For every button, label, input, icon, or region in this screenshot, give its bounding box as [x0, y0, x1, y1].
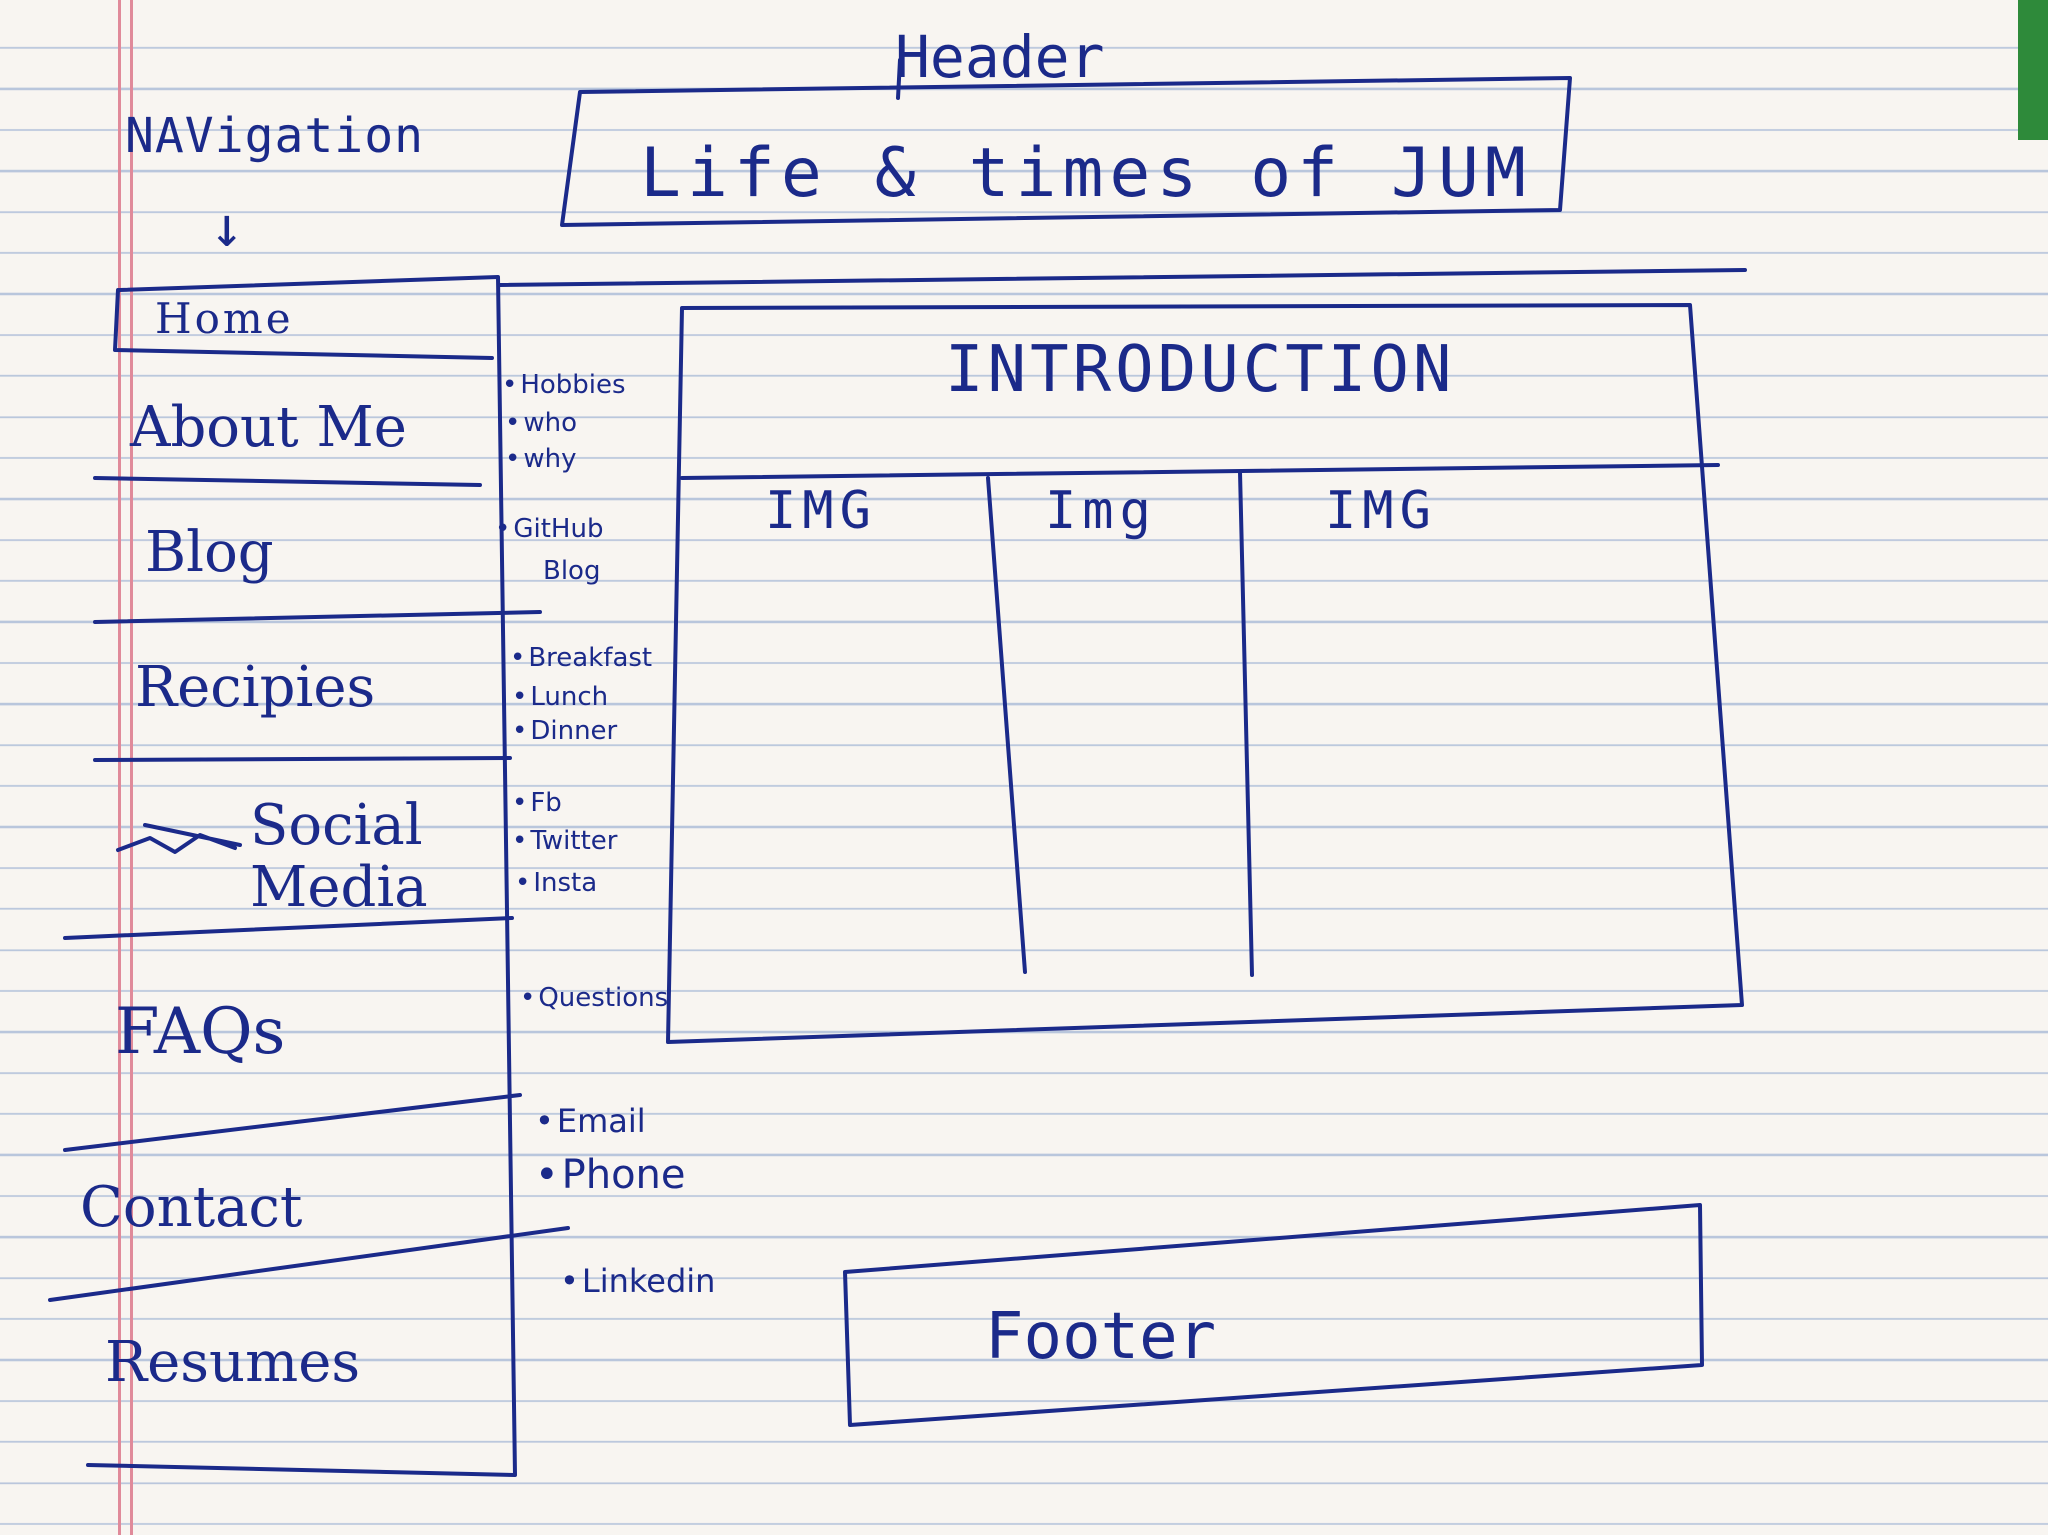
header-label: Header	[895, 23, 1105, 91]
nav-item-contact[interactable]: Contact	[80, 1175, 303, 1240]
site-title: Life & times of JUM	[640, 134, 1532, 213]
sub-item-hobbies: Hobbies	[502, 372, 625, 398]
nav-item-blog[interactable]: Blog	[145, 520, 274, 585]
sub-item-why: why	[505, 446, 576, 472]
nav-item-recipes[interactable]: Recipies	[135, 655, 376, 720]
nav-item-resumes[interactable]: Resumes	[105, 1330, 361, 1395]
margin-line	[130, 0, 133, 1535]
down-arrow-icon: ↓	[210, 195, 244, 260]
footer-label: Footer	[985, 1300, 1217, 1374]
image-placeholder-2: Img	[1045, 481, 1157, 541]
sub-item-who: who	[505, 410, 577, 436]
nav-item-about[interactable]: About Me	[130, 395, 407, 460]
nav-divider	[48, 1226, 570, 1302]
sub-item-github: GitHub	[495, 516, 603, 542]
nav-home-box	[113, 288, 494, 360]
header-box	[560, 76, 1572, 227]
nav-item-faqs[interactable]: FAQs	[115, 995, 286, 1069]
nav-item-home[interactable]: Home	[155, 294, 294, 343]
nav-divider	[93, 476, 482, 487]
sub-item-breakfast: Breakfast	[510, 645, 652, 671]
content-panel	[666, 303, 1744, 1044]
image-placeholder-3: IMG	[1325, 481, 1437, 541]
nav-column	[86, 275, 517, 1477]
sub-item-email: Email	[535, 1105, 646, 1137]
nav-divider	[63, 916, 514, 940]
nav-divider	[93, 610, 542, 624]
header-tick	[896, 58, 902, 100]
social-strike	[116, 823, 242, 854]
image-placeholder-1: IMG	[765, 481, 877, 541]
introduction-heading: INTRODUCTION	[945, 333, 1456, 407]
margin-line	[118, 0, 121, 1535]
header-underline	[498, 268, 1747, 287]
sub-item-dinner: Dinner	[512, 718, 617, 744]
sub-item-phone: Phone	[535, 1155, 686, 1195]
intro-divider	[680, 463, 1720, 480]
sub-item-linkedin: Linkedin	[560, 1265, 716, 1297]
sub-item-blog: Blog	[543, 556, 601, 586]
sub-item-fb: Fb	[512, 790, 561, 816]
green-background-corner	[2018, 0, 2048, 140]
sub-item-lunch: Lunch	[512, 684, 608, 710]
nav-item-social-media[interactable]: Social Media	[250, 793, 428, 920]
sub-item-insta: Insta	[515, 870, 597, 896]
navigation-label: NAVigation	[125, 108, 424, 164]
footer-box	[843, 1203, 1704, 1427]
nav-divider	[93, 756, 512, 762]
img-column-divider	[1238, 470, 1254, 977]
img-column-divider	[986, 476, 1027, 974]
sub-item-twitter: Twitter	[512, 828, 617, 854]
sub-item-questions: Questions	[520, 985, 668, 1011]
nav-divider	[63, 1093, 522, 1152]
